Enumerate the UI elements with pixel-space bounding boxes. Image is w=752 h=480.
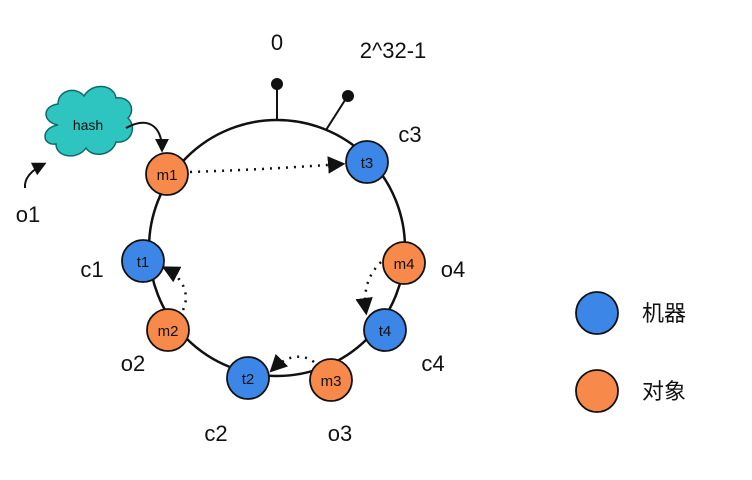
node-m2: m2 — [146, 308, 190, 352]
m3-to-t2-arrow — [269, 353, 315, 373]
ring-zero-label: 0 — [271, 30, 283, 55]
node-t4-label: t4 — [379, 323, 392, 340]
label-c1: c1 — [80, 257, 103, 282]
node-m2-label: m2 — [158, 323, 179, 340]
label-o1: o1 — [16, 202, 40, 227]
m2-to-t1-arrow — [161, 266, 188, 311]
hash-to-m1-arrow — [125, 121, 169, 153]
node-t2: t2 — [226, 356, 270, 400]
legend-object-swatch — [575, 369, 619, 413]
legend-object: 对象 — [575, 369, 686, 413]
node-t3-label: t3 — [361, 155, 374, 172]
label-o2: o2 — [121, 351, 145, 376]
label-c4: c4 — [421, 351, 444, 376]
legend-machine: 机器 — [575, 291, 686, 335]
legend-object-label: 对象 — [642, 379, 686, 404]
node-m1-label: m1 — [157, 167, 178, 184]
node-m1: m1 — [145, 152, 189, 196]
m4-to-t4-arrow — [355, 261, 382, 316]
label-c3: c3 — [398, 122, 421, 147]
ring-max-marker — [325, 90, 354, 131]
node-t1: t1 — [121, 239, 165, 283]
node-m3: m3 — [309, 358, 353, 402]
label-o3: o3 — [328, 421, 352, 446]
node-t3: t3 — [345, 140, 389, 184]
node-t4: t4 — [363, 308, 407, 352]
legend-machine-swatch — [575, 291, 619, 335]
node-t1-label: t1 — [137, 254, 150, 271]
hash-cloud — [44, 85, 134, 157]
label-o4: o4 — [441, 257, 465, 282]
node-m3-label: m3 — [321, 373, 342, 390]
m1-to-t3-arrow — [189, 156, 346, 174]
label-c2: c2 — [204, 421, 227, 446]
legend-machine-label: 机器 — [642, 301, 686, 326]
node-m4: m4 — [382, 241, 426, 285]
node-m4-label: m4 — [394, 256, 415, 273]
ring-zero-marker — [271, 78, 283, 120]
node-t2-label: t2 — [242, 371, 255, 388]
hash-label: hash — [73, 117, 103, 133]
ring-max-label: 2^32-1 — [360, 38, 427, 63]
o1-to-hash-arrow — [23, 162, 47, 189]
